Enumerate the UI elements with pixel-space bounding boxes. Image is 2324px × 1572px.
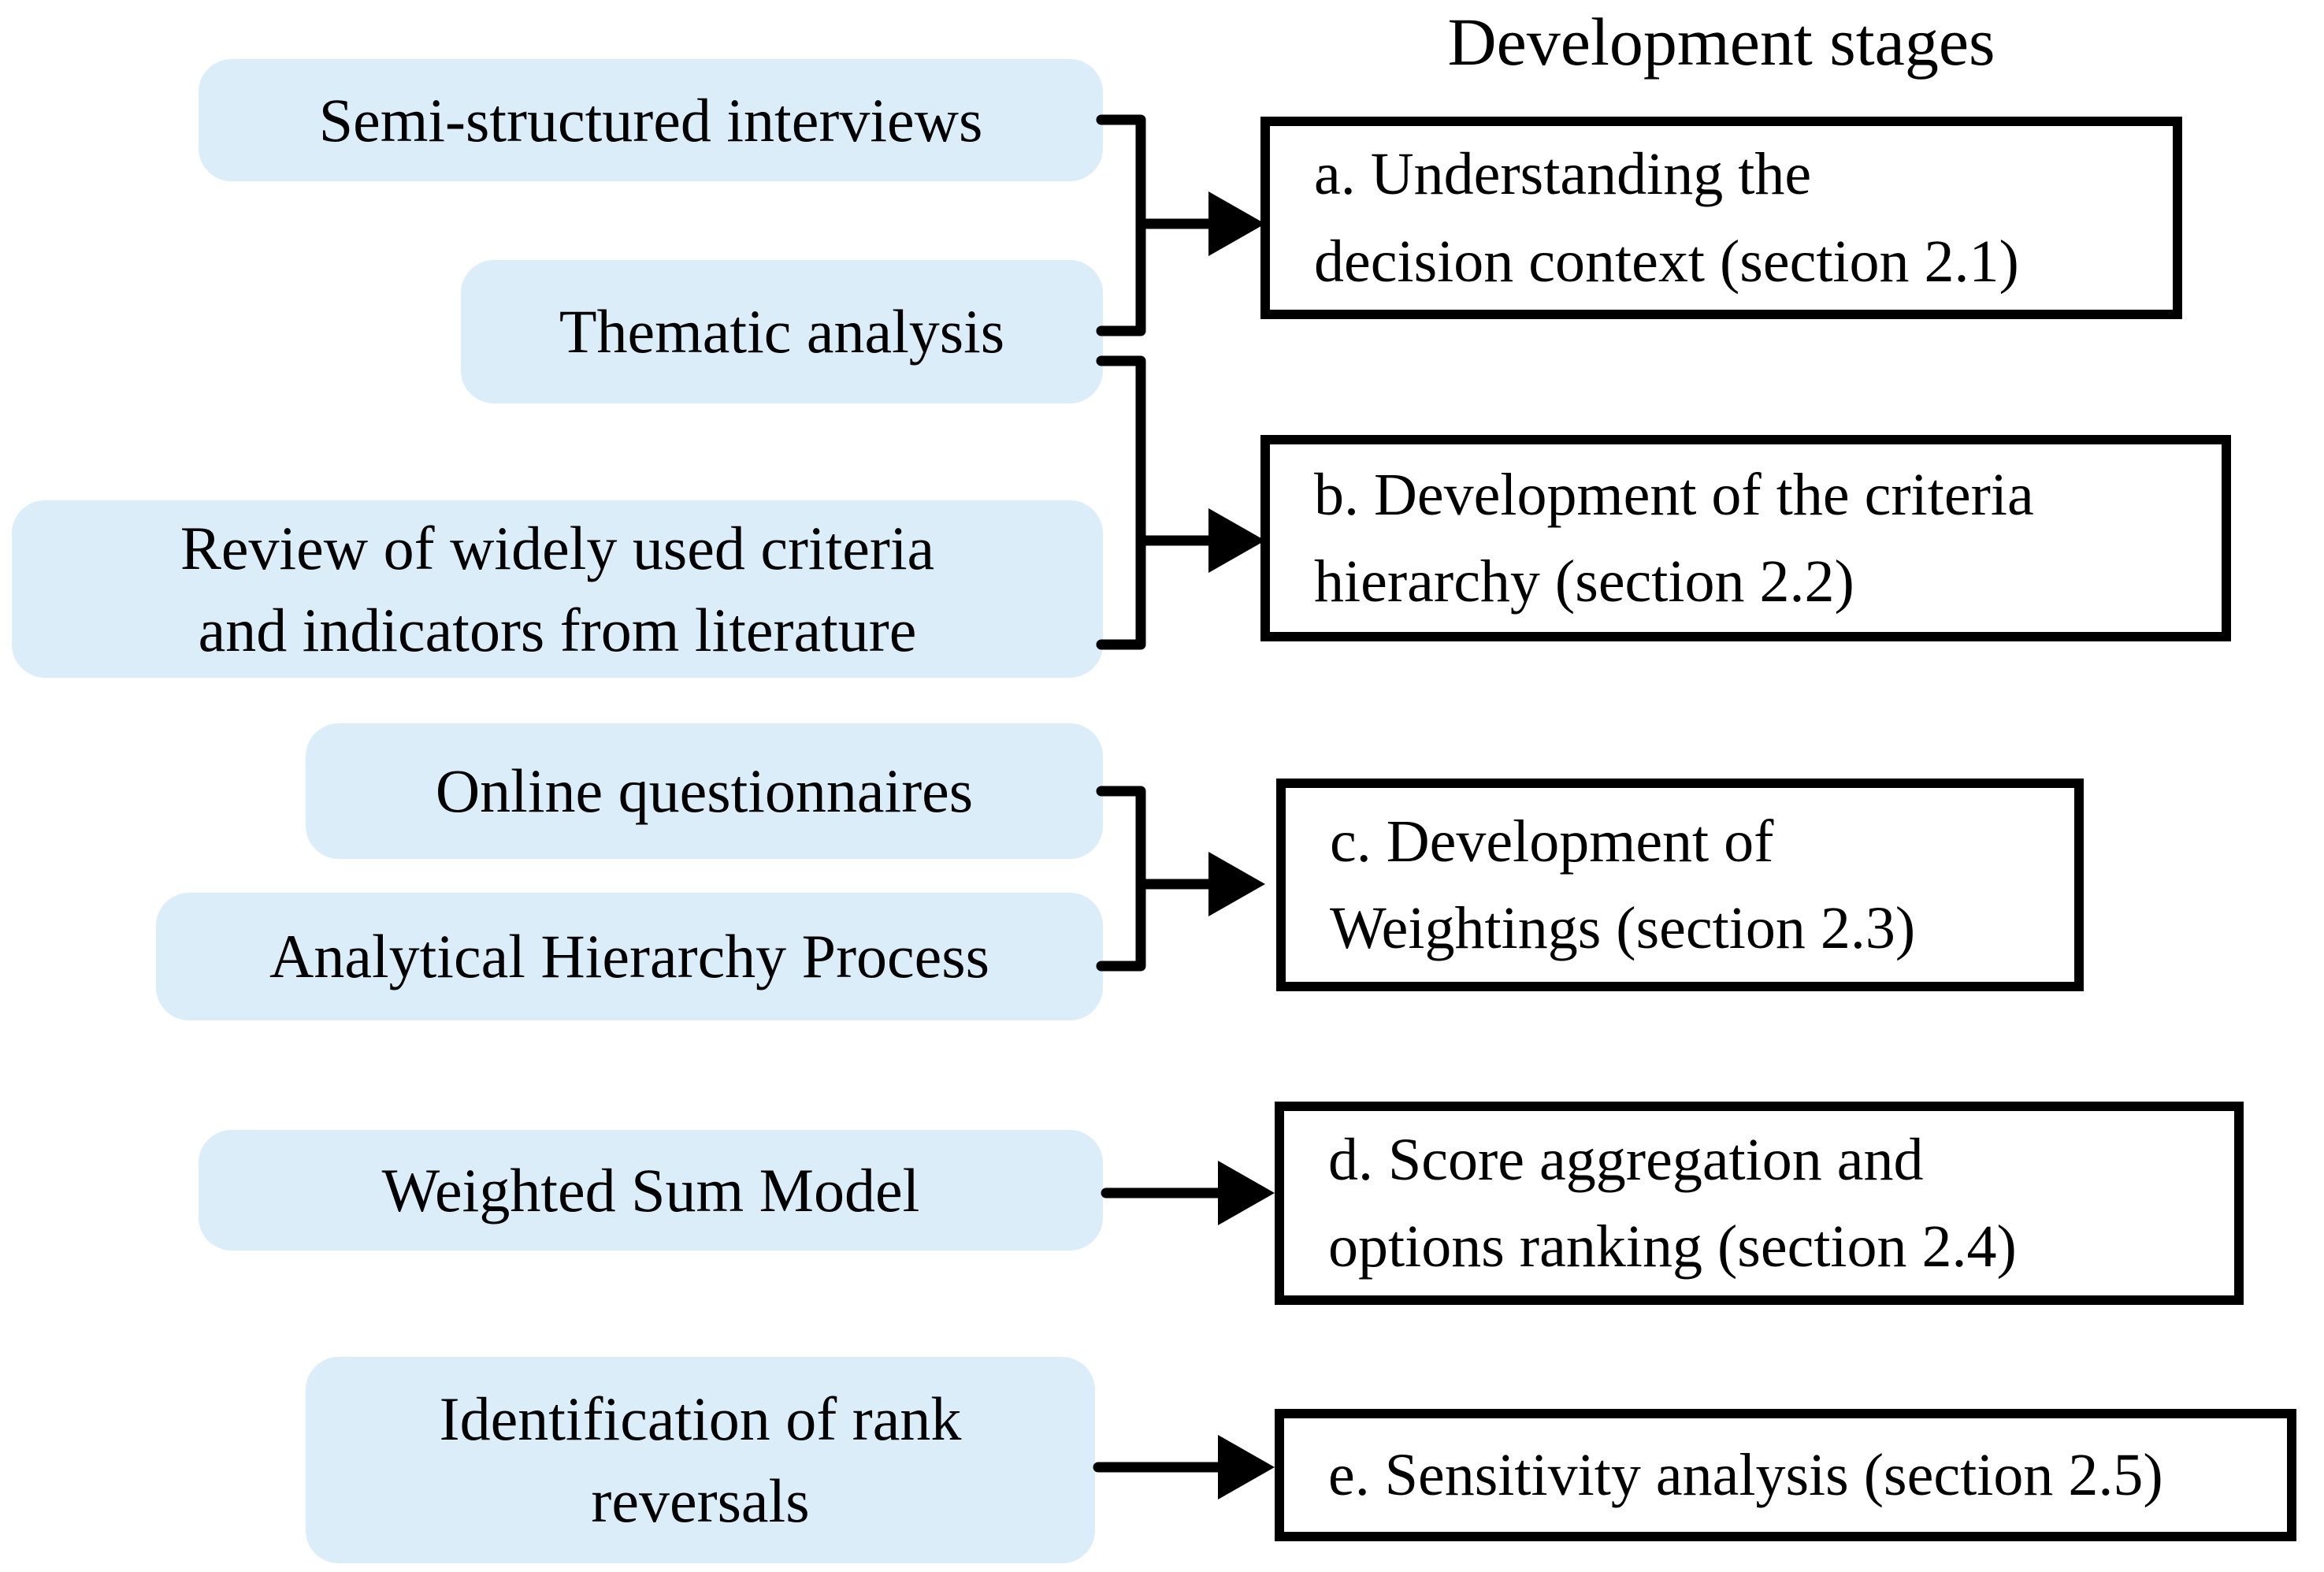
bracket-to-stage-c xyxy=(1096,786,1265,972)
arrowhead-to-stage-a xyxy=(1208,191,1265,256)
stage-label-line: a. Understanding the xyxy=(1314,141,1812,208)
method-label-line: Analytical Hierarchy Process xyxy=(269,922,989,991)
stage-label-line: e. Sensitivity analysis (section 2.5) xyxy=(1328,1441,2163,1508)
method-box-weighted-sum-model: Weighted Sum Model xyxy=(199,1130,1103,1251)
method-label-line: Thematic analysis xyxy=(559,297,1005,366)
method-box-literature-review: Review of widely used criteria and indic… xyxy=(12,500,1103,678)
stage-box-e-sensitivity-analysis: e. Sensitivity analysis (section 2.5) xyxy=(1275,1409,2296,1541)
bracket-to-stage-a xyxy=(1096,114,1265,336)
arrow-to-stage-e xyxy=(1093,1435,1275,1500)
stage-label-line: d. Score aggregation and xyxy=(1328,1126,1924,1193)
stage-box-d-score-aggregation: d. Score aggregation and options ranking… xyxy=(1275,1102,2244,1305)
arrowhead-to-stage-b xyxy=(1208,508,1265,573)
method-box-online-questionnaires: Online questionnaires xyxy=(306,723,1103,859)
stage-box-c-development-of-weightings: c. Development of Weightings (section 2.… xyxy=(1276,779,2084,991)
method-label-line: Online questionnaires xyxy=(435,756,974,826)
method-label-line: Weighted Sum Model xyxy=(381,1155,920,1225)
arrowhead-to-stage-d xyxy=(1218,1161,1275,1225)
method-label-line: Semi-structured interviews xyxy=(318,85,983,154)
stage-label-line: Weightings (section 2.3) xyxy=(1330,895,1916,961)
arrow-to-stage-d xyxy=(1101,1161,1275,1225)
method-box-thematic-analysis: Thematic analysis xyxy=(461,260,1103,403)
stage-label-line: decision context (section 2.1) xyxy=(1314,228,2019,295)
stage-label-line: hierarchy (section 2.2) xyxy=(1314,548,1854,615)
stage-label-line: c. Development of xyxy=(1330,808,1774,875)
method-label-line: Review of widely used criteria xyxy=(180,513,935,582)
development-stages-title: Development stages xyxy=(1447,4,1995,80)
bracket-to-stage-b xyxy=(1096,355,1265,650)
method-box-semi-structured-interviews: Semi-structured interviews xyxy=(199,59,1103,181)
arrowhead-to-stage-e xyxy=(1218,1435,1275,1500)
stage-box-b-criteria-hierarchy: b. Development of the criteria hierarchy… xyxy=(1260,435,2231,641)
arrowhead-to-stage-c xyxy=(1208,852,1265,916)
method-label-line: and indicators from literature xyxy=(198,595,917,664)
stage-box-a-understanding-decision-context: a. Understanding the decision context (s… xyxy=(1260,117,2182,319)
method-box-analytical-hierarchy-process: Analytical Hierarchy Process xyxy=(156,893,1103,1020)
stage-label-line: options ranking (section 2.4) xyxy=(1328,1213,2017,1280)
stage-label-line: b. Development of the criteria xyxy=(1314,461,2034,528)
method-label-line: Identification of rank xyxy=(439,1384,962,1454)
method-box-rank-reversals: Identification of rank reversals xyxy=(306,1357,1095,1563)
method-label-line: reversals xyxy=(591,1466,810,1535)
